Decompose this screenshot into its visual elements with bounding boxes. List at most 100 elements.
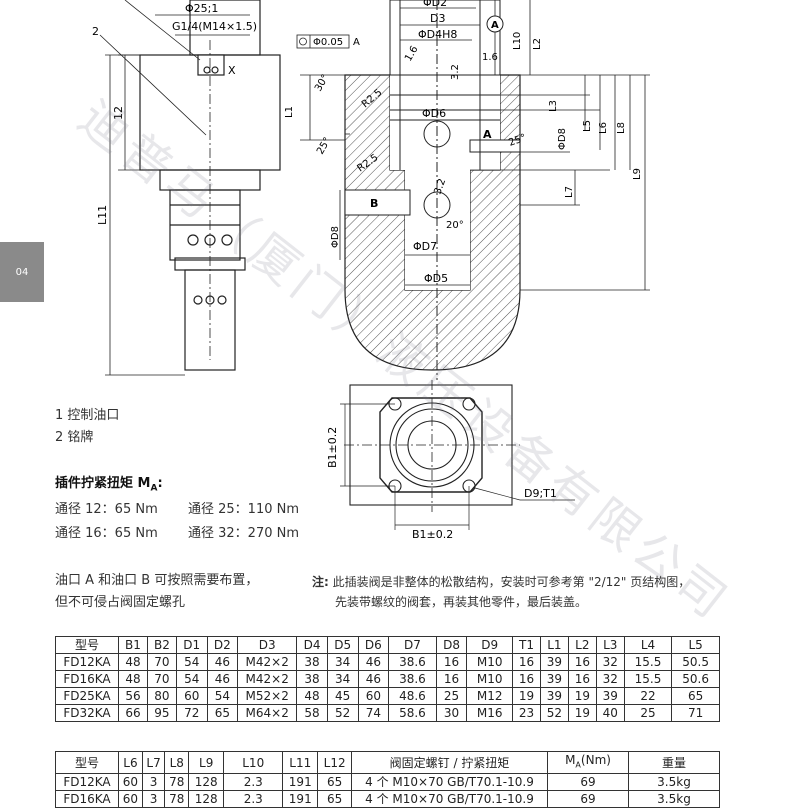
- table-header-row: 型号 B1 B2 D1 D2 D3 D4 D5 D6 D7 D8 D9 T1 L…: [55, 636, 720, 654]
- table-cell: M16: [466, 704, 514, 722]
- dimension-table-2: 型号 L6 L7 L8 L9 L10 L11 L12 阀固定螺钉 / 拧紧扭矩 …: [55, 750, 720, 808]
- dim-l2: L2: [532, 38, 543, 50]
- table-cell: 16: [435, 670, 468, 688]
- table-cell: 32: [595, 653, 625, 671]
- table-cell: 60: [118, 773, 143, 792]
- dim-phi-d2: ΦD2: [423, 0, 447, 9]
- table-cell: 46: [206, 670, 239, 688]
- table-cell: 80: [146, 687, 177, 705]
- dim-phi-d6: ΦD6: [422, 107, 446, 120]
- table-cell: 40: [595, 704, 625, 722]
- datum-a-label: A: [491, 20, 499, 31]
- table-cell: 15.5: [623, 653, 673, 671]
- table-cell: 46: [357, 670, 390, 688]
- dim-phi-d5: ΦD5: [424, 272, 448, 285]
- table-cell: 16: [567, 653, 597, 671]
- table-cell: 4 个 M10×70 GB/T70.1-10.9: [351, 773, 548, 792]
- column-header: L5: [671, 636, 720, 654]
- table-cell: 50.6: [671, 670, 720, 688]
- column-header: L1: [539, 636, 569, 654]
- column-header: L7: [141, 750, 166, 775]
- table-cell: 52: [326, 704, 359, 722]
- column-header: L12: [317, 750, 352, 775]
- table-cell: 69: [547, 790, 629, 808]
- assembly-note-label: 注:: [312, 575, 329, 589]
- table-cell: 54: [175, 653, 208, 671]
- dim-l10: L10: [512, 32, 523, 50]
- table-cell: 56: [118, 687, 148, 705]
- column-header: 阀固定螺钉 / 拧紧扭矩: [351, 750, 548, 775]
- table-cell: 3.5kg: [628, 790, 720, 808]
- column-header: D7: [388, 636, 437, 654]
- column-header: D8: [435, 636, 468, 654]
- table-cell: 78: [164, 790, 190, 808]
- table-cell: 23: [512, 704, 541, 722]
- ports-note: 油口 A 和油口 B 可按照需要布置， 但不可侵占阀固定螺孔: [55, 570, 258, 614]
- assembly-note: 注: 此插装阀是非整体的松散结构，安装时可参考第 "2/12" 页结构图， 先装…: [312, 572, 690, 612]
- table-cell: 128: [188, 790, 225, 808]
- table-cell: 2.3: [223, 790, 284, 808]
- dim-phi25: Φ25;1: [185, 2, 218, 15]
- table-cell: 69: [547, 773, 629, 792]
- torque-value: 通径 25：110 Nm: [188, 502, 300, 517]
- table-cell: 54: [175, 670, 208, 688]
- dim-b1-horizontal: B1±0.2: [412, 528, 453, 541]
- table-cell: 72: [175, 704, 208, 722]
- table-cell: M10: [466, 653, 514, 671]
- dim-l1: L1: [284, 106, 295, 118]
- legend-item-1: 1 控制油口: [55, 408, 120, 423]
- column-header: L4: [623, 636, 673, 654]
- table-cell: 25: [623, 704, 673, 722]
- table-cell: 54: [206, 687, 239, 705]
- table-cell: 22: [623, 687, 673, 705]
- dim-phi-d7: ΦD7: [413, 240, 437, 253]
- column-header: 型号: [55, 750, 119, 775]
- dim-g14: G1/4(M14×1.5): [172, 20, 257, 33]
- table-cell: 58: [296, 704, 328, 722]
- column-header: L10: [223, 750, 284, 775]
- port-a-label: A: [483, 128, 492, 141]
- column-header: L6: [118, 750, 143, 775]
- table-cell: 48: [118, 670, 148, 688]
- column-header: D3: [237, 636, 298, 654]
- torque-value: 通径 16：65 Nm: [55, 526, 158, 541]
- table-cell: 16: [567, 670, 597, 688]
- table-cell: 46: [357, 653, 390, 671]
- dim-l9: L9: [632, 168, 643, 180]
- roughness-1-6: 1.6: [403, 44, 420, 63]
- dim-phi-d8-b: ΦD8: [330, 226, 341, 248]
- column-header: D4: [296, 636, 328, 654]
- table-cell: 4 个 M10×70 GB/T70.1-10.9: [351, 790, 548, 808]
- table-cell: 19: [567, 687, 597, 705]
- dim-l6: L6: [598, 122, 609, 134]
- table-cell: FD16KA: [55, 670, 119, 688]
- table-cell: 3: [141, 773, 166, 792]
- dim-l3: L3: [548, 100, 559, 112]
- table-cell: 95: [146, 704, 177, 722]
- table-cell: FD12KA: [55, 773, 119, 792]
- table-cell: 19: [567, 704, 597, 722]
- table-cell: 60: [118, 790, 143, 808]
- table-cell: 2.3: [223, 773, 284, 792]
- port-x-label: X: [228, 64, 236, 77]
- column-header: MA(Nm): [547, 750, 629, 775]
- dim-12: 12: [112, 106, 125, 120]
- table-cell: 46: [206, 653, 239, 671]
- column-header: D5: [326, 636, 359, 654]
- dim-phi-d8-a: ΦD8: [557, 128, 568, 150]
- table-cell: 50.5: [671, 653, 720, 671]
- table-cell: 19: [512, 687, 541, 705]
- column-header: L9: [188, 750, 225, 775]
- table-cell: 39: [539, 653, 569, 671]
- angle-20: 20°: [446, 220, 464, 231]
- table-header-row: 型号 L6 L7 L8 L9 L10 L11 L12 阀固定螺钉 / 拧紧扭矩 …: [55, 750, 720, 775]
- column-header: 重量: [628, 750, 720, 775]
- table-cell: 65: [317, 773, 352, 792]
- column-header: D9: [466, 636, 514, 654]
- roughness-3-2b: 3.2: [432, 177, 448, 196]
- dim-d3: D3: [430, 12, 445, 25]
- table-cell: 39: [539, 687, 569, 705]
- ports-note-line1: 油口 A 和油口 B 可按照需要布置，: [55, 573, 259, 588]
